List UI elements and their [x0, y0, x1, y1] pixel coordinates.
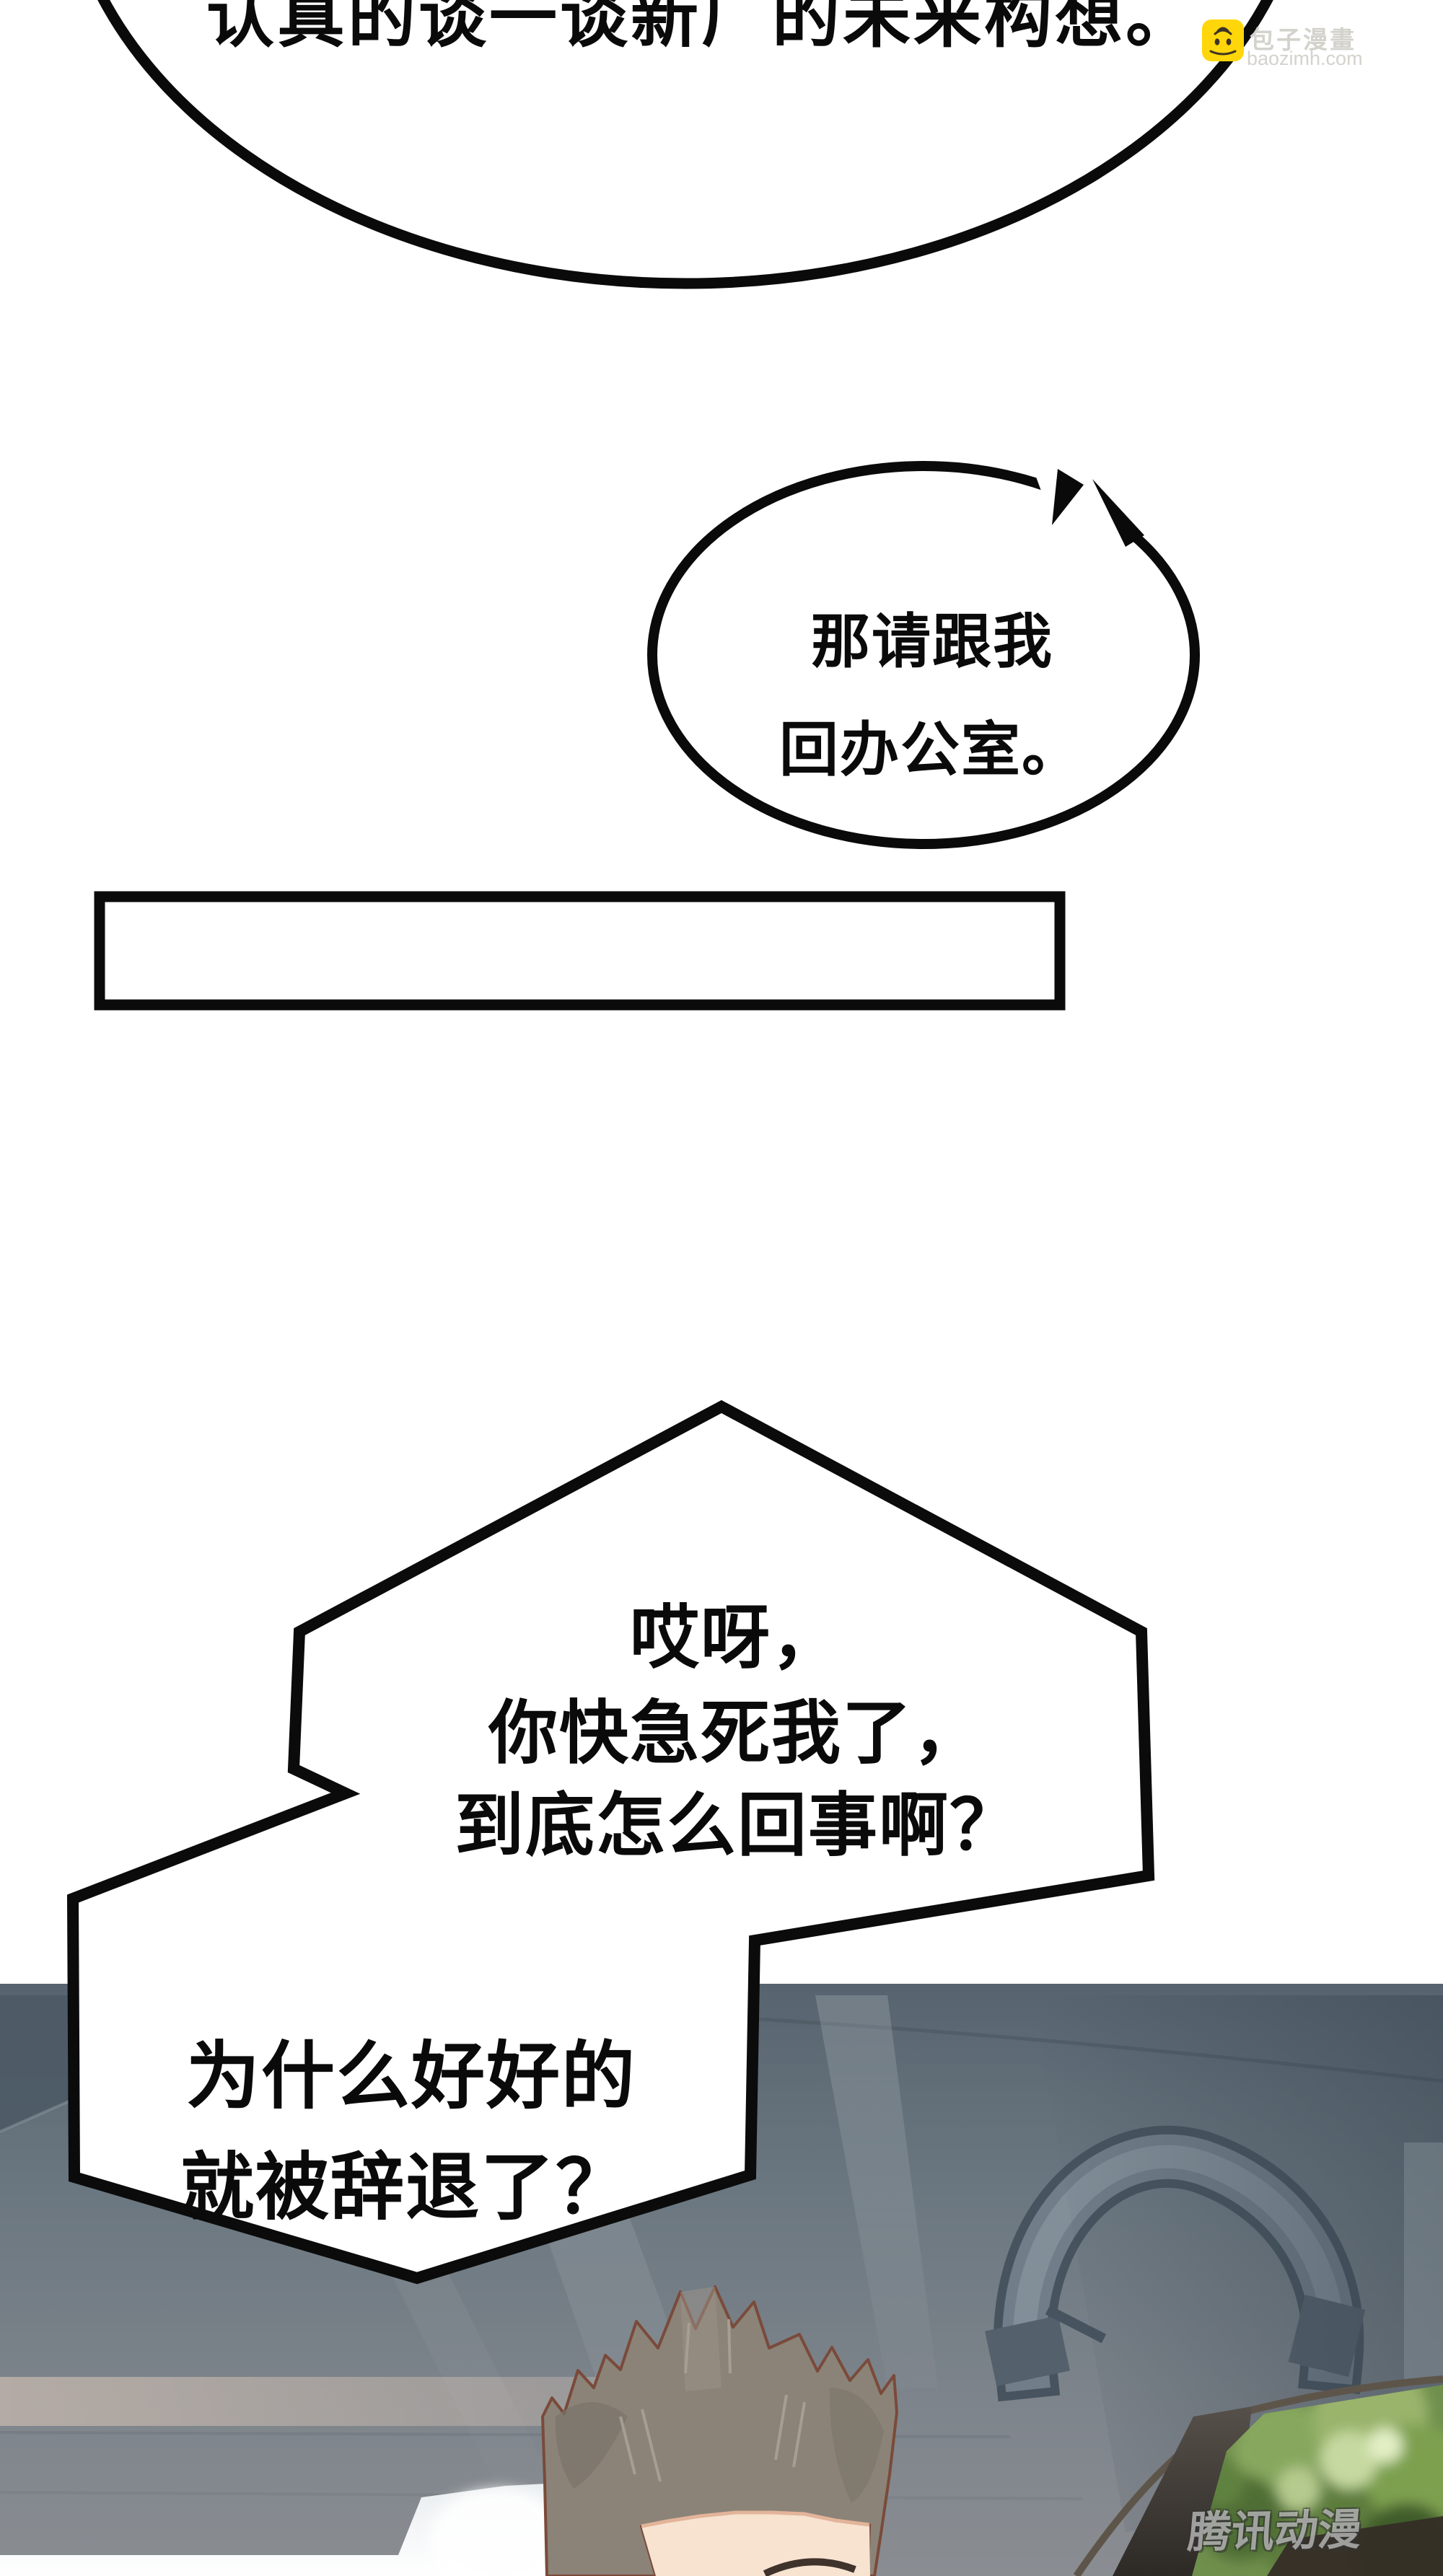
hair-shadow [555, 2402, 628, 2489]
baozi-watermark: 包子漫畫 baozimh.com [1198, 14, 1436, 72]
dashboard-corner [1267, 2516, 1443, 2576]
tencent-face-icon [1193, 2492, 1213, 2511]
hex2-line: 就被辞退了？ [180, 2146, 631, 2229]
hex-speech-bubbles [66, 1399, 1155, 2285]
hair-shadow [829, 2388, 884, 2503]
tencent-watermark: 腾讯动漫 [1186, 2489, 1380, 2557]
hex1-line: 你快急死我了， [488, 1694, 983, 1772]
top-speech-bubble [97, 0, 1273, 289]
tencent-brand-text: 腾讯动漫 [1185, 2505, 1364, 2557]
character-head [541, 2285, 898, 2576]
eyebrow [763, 2558, 856, 2576]
hex1-line: 哎呀， [630, 1599, 842, 1677]
hex2-line: 为什么好好的 [186, 2035, 636, 2118]
hex1-line: 到底怎么回事啊？ [455, 1787, 1020, 1865]
round-bubble-line: 回办公室。 [778, 717, 1083, 783]
light-streak [815, 1995, 938, 2388]
skin-rim [641, 2510, 870, 2528]
baozi-logo-icon [1202, 19, 1244, 61]
baozi-domain-text: baozimh.com [1247, 48, 1363, 69]
round-speech-bubble [647, 461, 1200, 849]
bubble-tail-spike [1092, 479, 1144, 547]
windshield-glare [429, 2489, 566, 2576]
roof-shadow-right [1032, 1995, 1443, 2532]
bubble-tail-spike [1052, 469, 1084, 525]
round-bubble-line: 那请跟我 [810, 609, 1054, 675]
top-bubble-text: 认真的谈一谈新厂的未来构想。 [206, 0, 1197, 55]
right-window-sliver [1404, 2142, 1443, 2381]
hair-highlight [680, 2287, 722, 2391]
empty-caption-box [94, 891, 1066, 1011]
hair-strands [619, 2318, 806, 2482]
baozi-brand-text: 包子漫畫 [1250, 27, 1356, 54]
